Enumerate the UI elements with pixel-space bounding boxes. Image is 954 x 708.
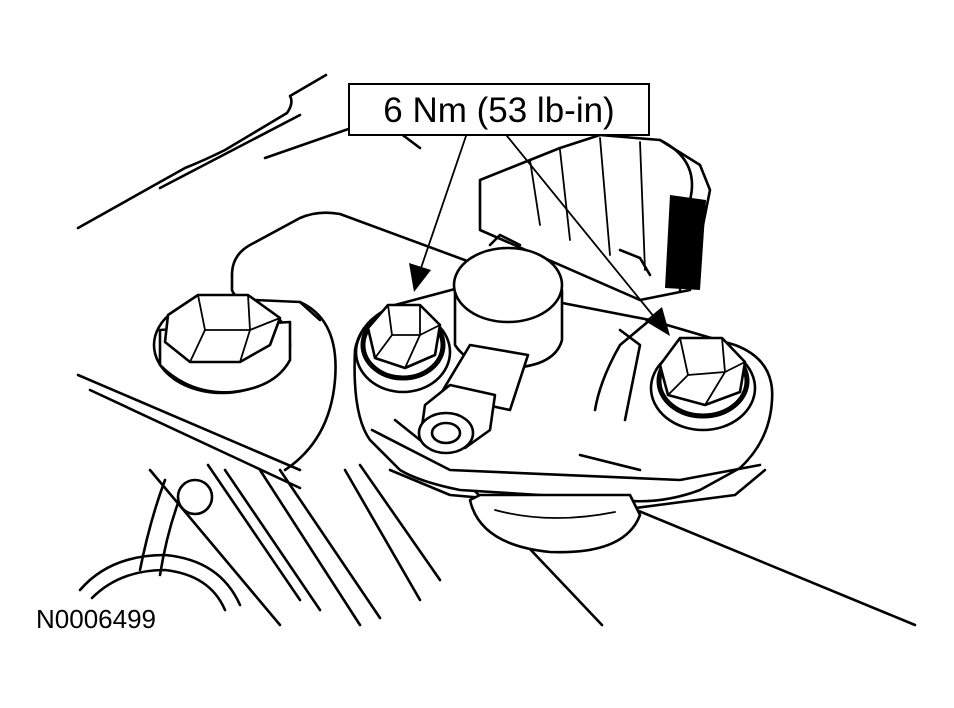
arrowhead-left [409,263,431,292]
torque-callout: 6 Nm (53 lb-in) [348,83,670,336]
figure-id-label: N0006499 [36,604,156,634]
bracket-bolt-left [152,293,292,395]
torque-label: 6 Nm (53 lb-in) [383,91,614,130]
flange-bolt-right [649,336,757,432]
leader-line-right [506,135,656,319]
callout-box [348,83,650,136]
flange-bolt-left [354,303,452,394]
leader-line-left [420,135,467,269]
arrowhead-right [645,307,670,336]
sensor-body [417,246,564,455]
frame-rails [78,463,917,627]
electrical-connector [478,133,712,302]
